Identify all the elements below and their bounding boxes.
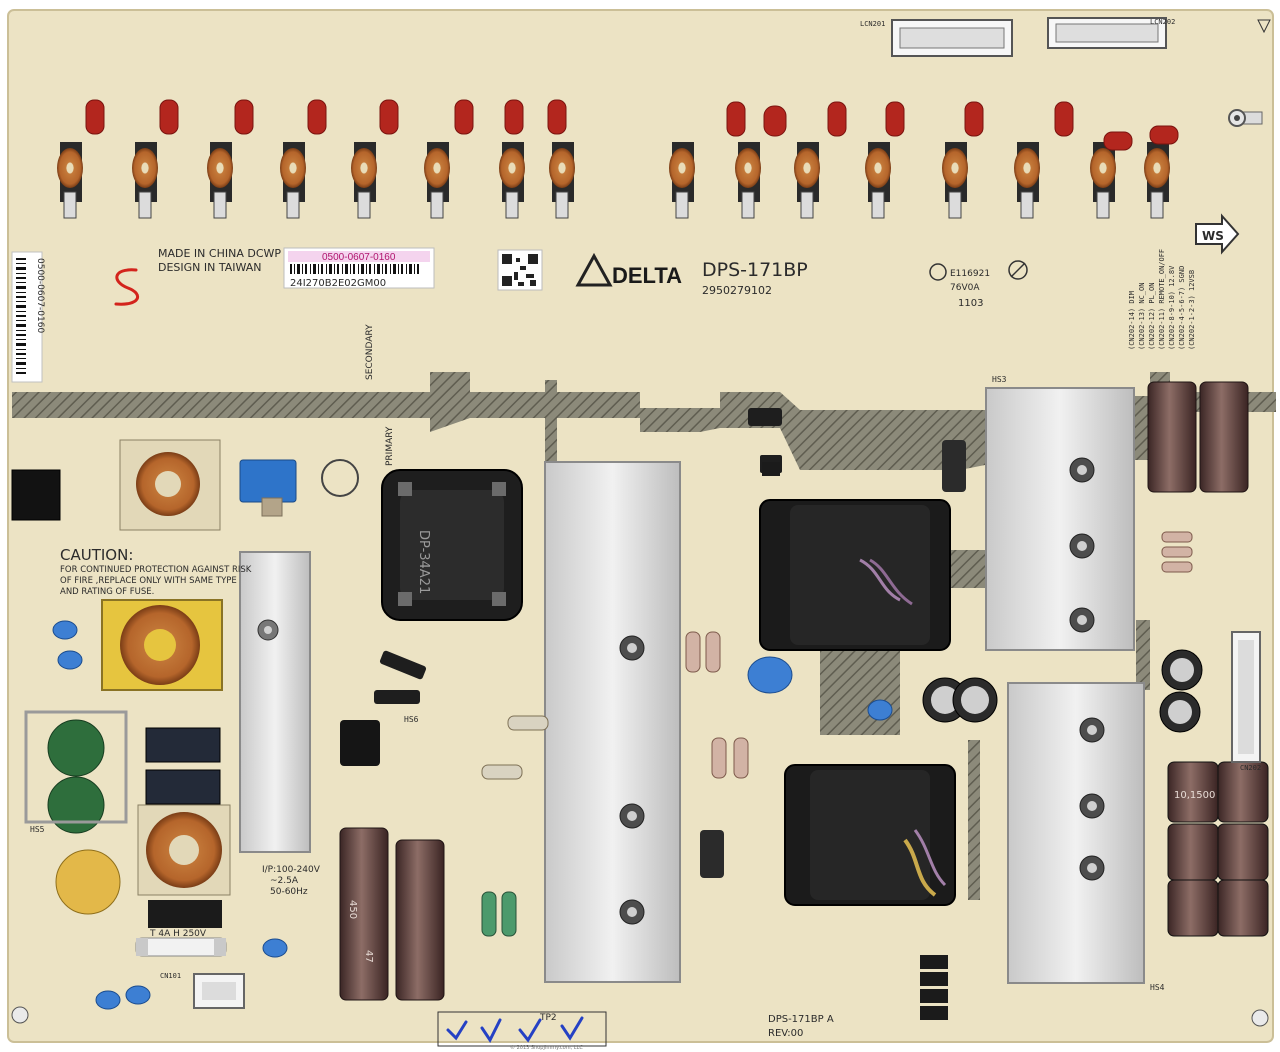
cx3-capacitor [145,727,221,763]
handwritten-checkmarks [446,1016,584,1043]
part-number-label: 0500-0607-0160 [322,252,396,263]
ws-badge-text: WS [1202,229,1224,243]
input-rating-line: 50-60Hz [270,887,308,897]
cn202-pin-line: (CN202-8-9-10) 12.8V [1168,265,1176,350]
caution-line: FOR CONTINUED PROTECTION AGAINST RISK [60,565,252,575]
connector-label-cn202: CN202 [1240,764,1261,772]
date-code: 1103 [958,298,983,309]
heatsink-hs3 [985,387,1135,651]
heatsink-left [239,551,311,853]
revision-model: DPS-171BP A [768,1014,834,1025]
output-capacitor-bank [1167,761,1269,937]
heatsink-hs4 [1007,682,1145,984]
cn202-pin-line: (CN202-1-2-3) 12VSB [1188,270,1196,350]
capacitor-marking: 450 [347,900,358,919]
lcn201-connector [891,19,1013,57]
qr-code-sticker [497,249,543,291]
y-capacitors [52,620,893,1010]
input-rating-line: I/P:100-240V [262,865,321,875]
pfc-inductor [381,469,523,621]
line-filter-fl2 [137,804,231,896]
hs5-bracket [24,710,128,824]
delta-logo-icon [575,252,613,287]
input-rating-line: ~2.5A [270,876,299,886]
connector-label-lcn201: LCN201 [860,20,885,28]
cx2-capacitor [145,769,221,805]
fuse-f1 [135,900,227,957]
cn202-pin-line: (CN202-14) DIM [1128,291,1136,350]
heatsink-main [544,461,681,983]
small-electrolytics [700,440,1203,878]
connector-label-lcn202: LCN202 [1150,18,1175,26]
caution-title: CAUTION: [60,546,133,564]
heatsink-label: HS3 [992,375,1007,384]
design-text: DESIGN IN TAIWAN [158,261,262,274]
copyright-text: © 2013 ShopJimmy.com, LLC [510,1044,583,1051]
heatsink-label: HS5 [30,825,45,834]
bridge-rectifier [11,469,61,521]
test-point-label: TP2 [539,1013,557,1023]
origin-text: MADE IN CHINA DCWP [158,247,281,260]
film-capacitor-row [85,99,1179,151]
serial-label: 24I270B2E02GM00 [290,278,386,289]
x-capacitor-blue [239,459,297,503]
side-barcode-text: 0500-0607-0160 [35,258,45,333]
cn202-pin-line: (CN202-13) NC_ON [1138,283,1146,350]
z1-varistor [55,849,121,915]
line-filter-fl1 [101,599,223,691]
screw-hole-icon [1257,19,1271,34]
transformer-t801 [759,499,951,651]
secondary-label: SECONDARY [365,324,375,380]
ul-mark-icon [929,263,947,281]
cn202-pin-line: (CN202-12) PL_ON [1148,283,1156,350]
cn202-pin-line: (CN202-4-5-6-7) SGND [1178,266,1186,350]
gp3-mounting-hole [1228,109,1263,127]
revision: REV:00 [768,1028,803,1039]
pb-free-icon [1008,260,1028,280]
output-capacitor-c700a [1147,381,1197,493]
ic-packages [762,462,948,1020]
bulk-capacitor-right [395,839,445,1001]
gp2-mounting-hole [1251,1009,1269,1027]
capacitor-marking: 47 [363,950,374,963]
side-barcode-sticker [11,251,43,383]
cn202-connector [1231,631,1261,763]
small-cap-cb02 [261,497,283,517]
fuse-text: T 4A H 250V [149,929,207,939]
output-capacitor-c701a [1199,381,1249,493]
caution-line: AND RATING OF FUSE. [60,587,154,597]
heatsink-label: HS4 [1150,983,1165,992]
handwritten-mark [114,268,140,306]
inductor-row [57,142,1170,219]
model-name: DPS-171BP [702,259,808,281]
ntc2-thermistor [47,719,105,777]
ntc1-thermistor [47,776,105,834]
bulk-capacitor-left [339,827,389,1001]
transformer-t901 [784,764,956,906]
gp1-mounting-hole [11,1006,29,1024]
lcn202-connector [1047,17,1167,49]
cn101-connector [193,973,245,1009]
cn202-pin-line: (CN202-11) REMOTE_ON/OFF [1158,249,1166,350]
mounting-ring [321,459,359,497]
heatsink-label: HS6 [404,715,419,724]
diodes [340,408,782,766]
primary-label: PRIMARY [385,426,395,466]
brand-name: DELTA [612,263,682,288]
transformer-top-marking: DP-34A21 [416,530,431,594]
capacitor-marking: 10,1500 [1174,790,1215,801]
connector-label-cn101: CN101 [160,972,181,980]
choke-l800 [119,439,221,531]
caution-line: OF FIRE ,REPLACE ONLY WITH SAME TYPE [60,576,237,586]
resistors [481,531,1193,937]
product-label-sticker [283,247,435,289]
ul-code: E116921 [950,269,990,279]
model-code: 2950279102 [702,284,772,297]
ws-badge-arrow-icon [1195,213,1240,255]
rating-marking: 76V0A [950,283,980,293]
test-point-box [437,1011,607,1047]
